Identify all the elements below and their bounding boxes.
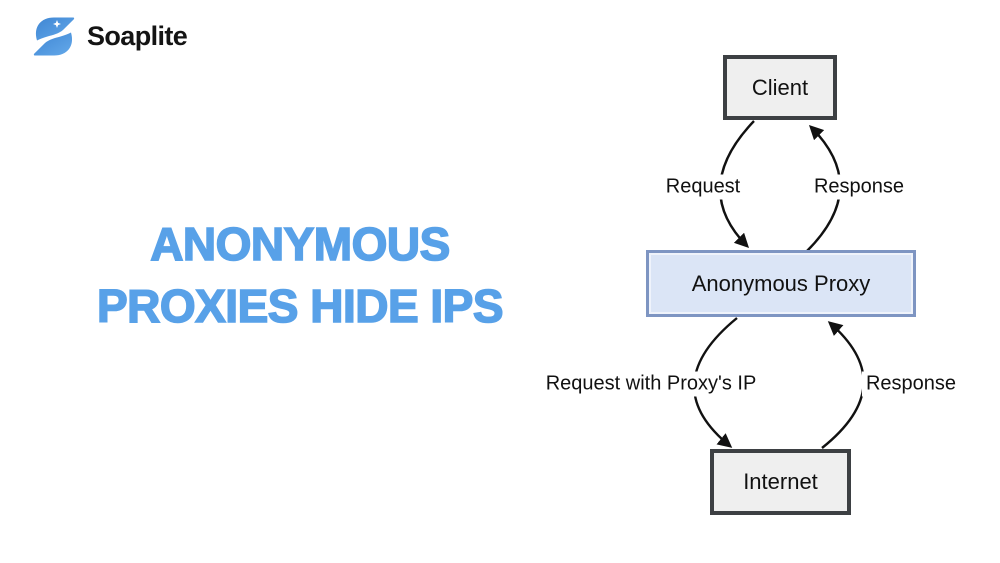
edge-label-response-bottom: Response (861, 371, 961, 397)
node-internet: Internet (710, 449, 851, 515)
node-anonymous-proxy: Anonymous Proxy (646, 250, 916, 317)
arrow-internet-to-proxy (821, 321, 865, 449)
page-title-line2: PROXIES HIDE IPS (96, 279, 504, 333)
node-client: Client (723, 55, 837, 120)
edge-label-request: Request (661, 174, 745, 200)
page-title-line1: ANONYMOUS (149, 217, 451, 271)
soaplite-logo: Soaplite (30, 13, 188, 60)
edge-label-request-with-proxy-ip: Request with Proxy's IP (541, 371, 761, 397)
edge-label-response: Response (809, 174, 909, 200)
soaplite-logo-icon (33, 17, 75, 56)
brand-text: Soaplite (87, 21, 188, 51)
page-title: ANONYMOUS PROXIES HIDE IPS (38, 213, 562, 337)
